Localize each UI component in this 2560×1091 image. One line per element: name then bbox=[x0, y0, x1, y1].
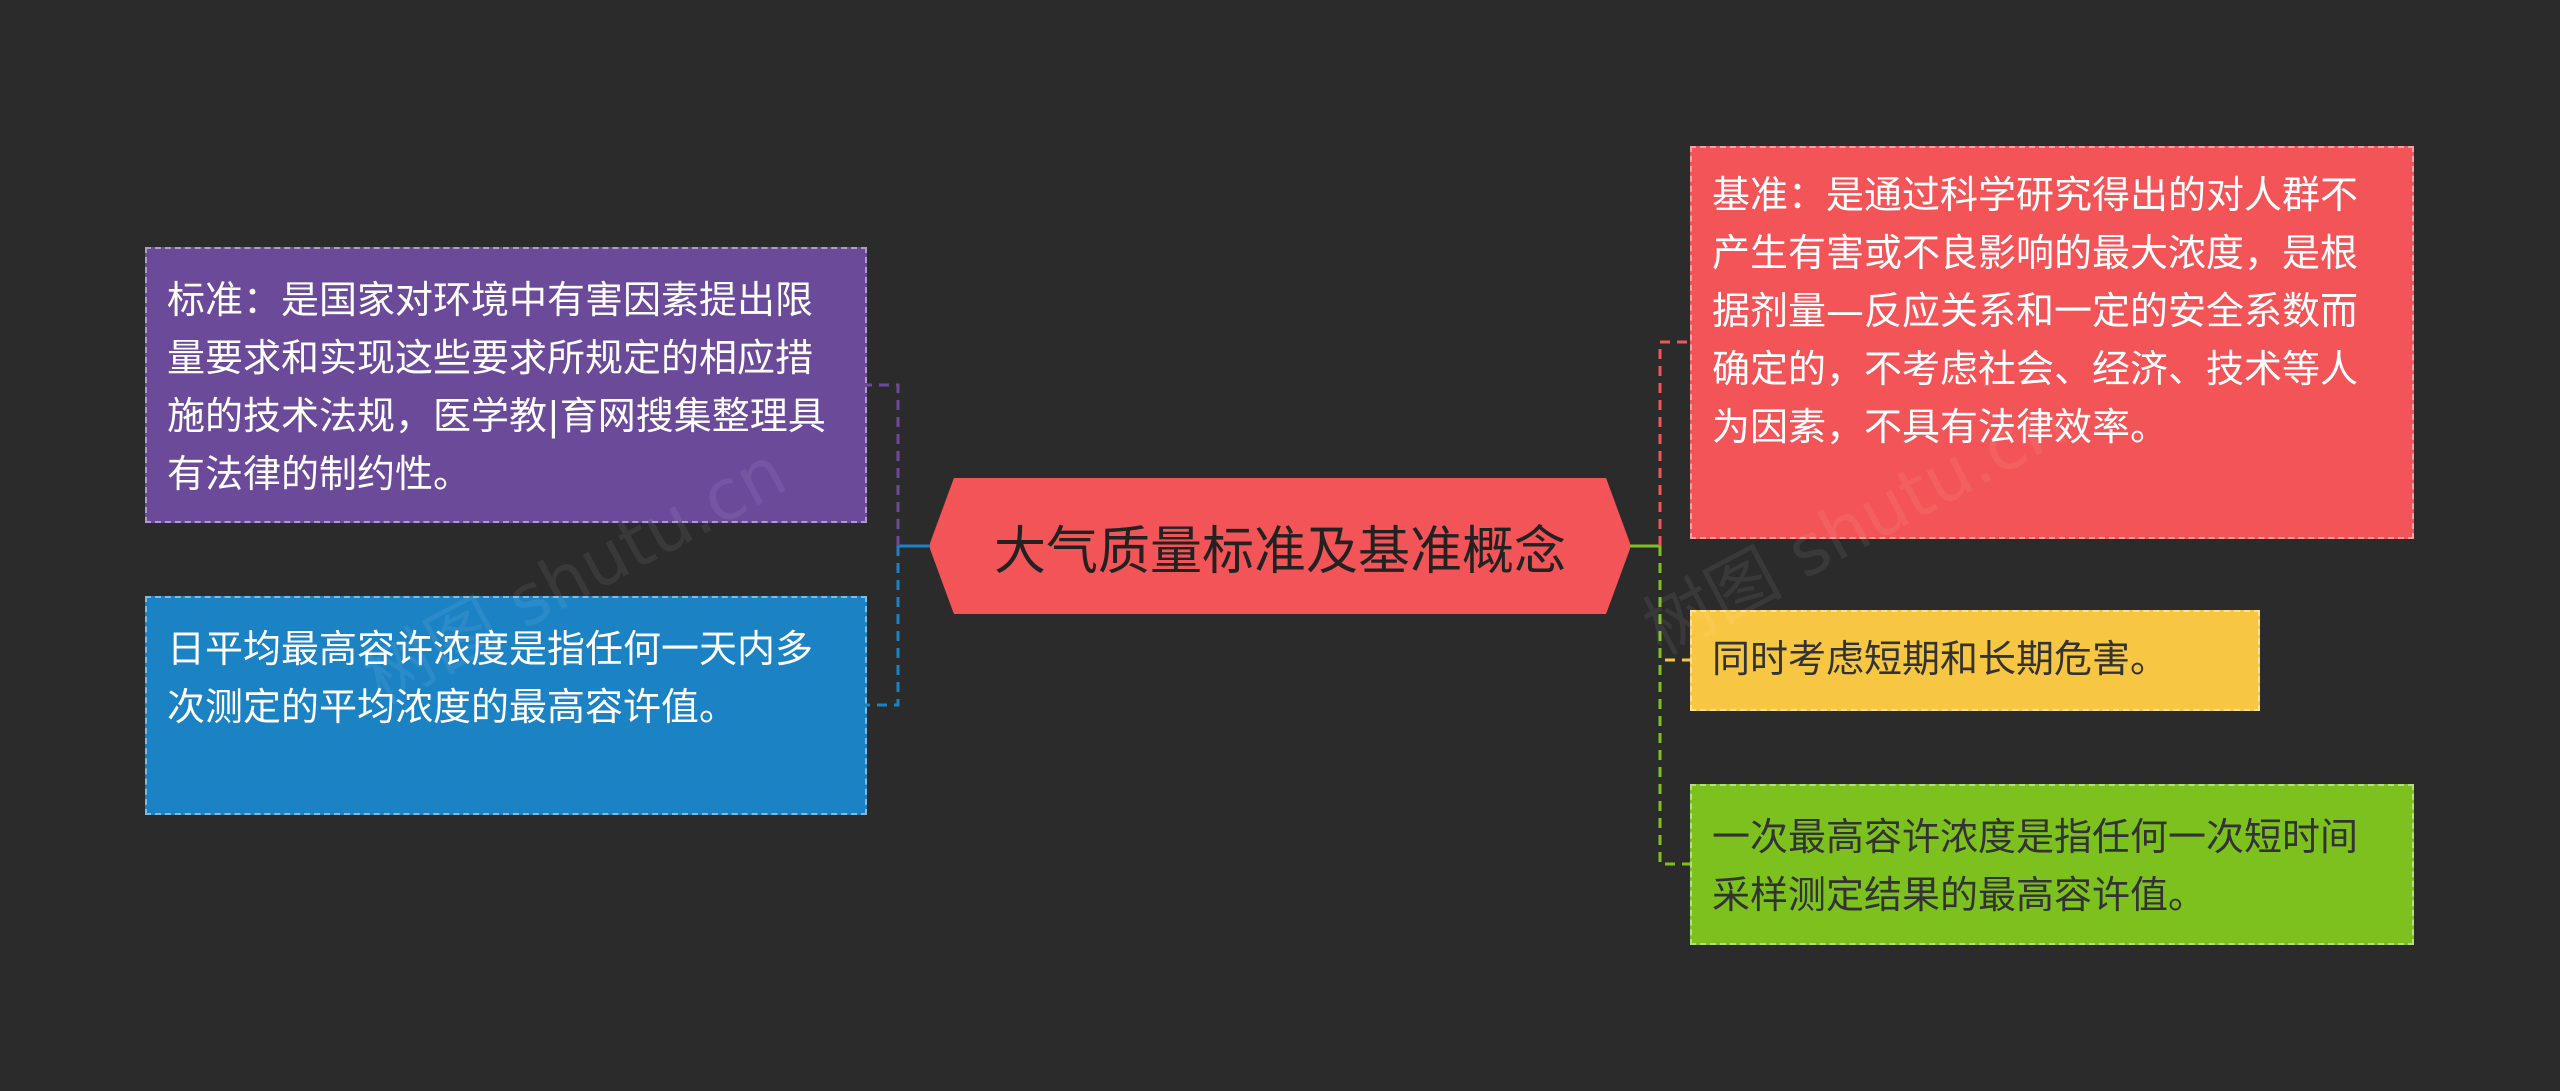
node-criterion[interactable]: 基准：是通过科学研究得出的对人群不产生有害或不良影响的最大浓度，是根据剂量—反应… bbox=[1690, 146, 2414, 539]
node-short-long-term[interactable]: 同时考虑短期和长期危害。 bbox=[1690, 610, 2260, 711]
node-single-max[interactable]: 一次最高容许浓度是指任何一次短时间采样测定结果的最高容许值。 bbox=[1690, 784, 2414, 945]
central-topic-label: 大气质量标准及基准概念 bbox=[993, 521, 1566, 582]
connector-yellow bbox=[1658, 546, 1690, 662]
connector-red bbox=[1658, 340, 1690, 546]
connector-purple bbox=[867, 383, 900, 546]
node-daily-average-max[interactable]: 日平均最高容许浓度是指任何一天内多次测定的平均浓度的最高容许值。 bbox=[145, 596, 867, 815]
connector-blue bbox=[867, 546, 900, 707]
central-topic-shape bbox=[930, 478, 1630, 614]
central-topic[interactable]: 大气质量标准及基准概念 bbox=[930, 478, 1630, 614]
connector-green bbox=[1658, 546, 1690, 866]
node-standard[interactable]: 标准：是国家对环境中有害因素提出限量要求和实现这些要求所规定的相应措施的技术法规… bbox=[145, 247, 867, 523]
